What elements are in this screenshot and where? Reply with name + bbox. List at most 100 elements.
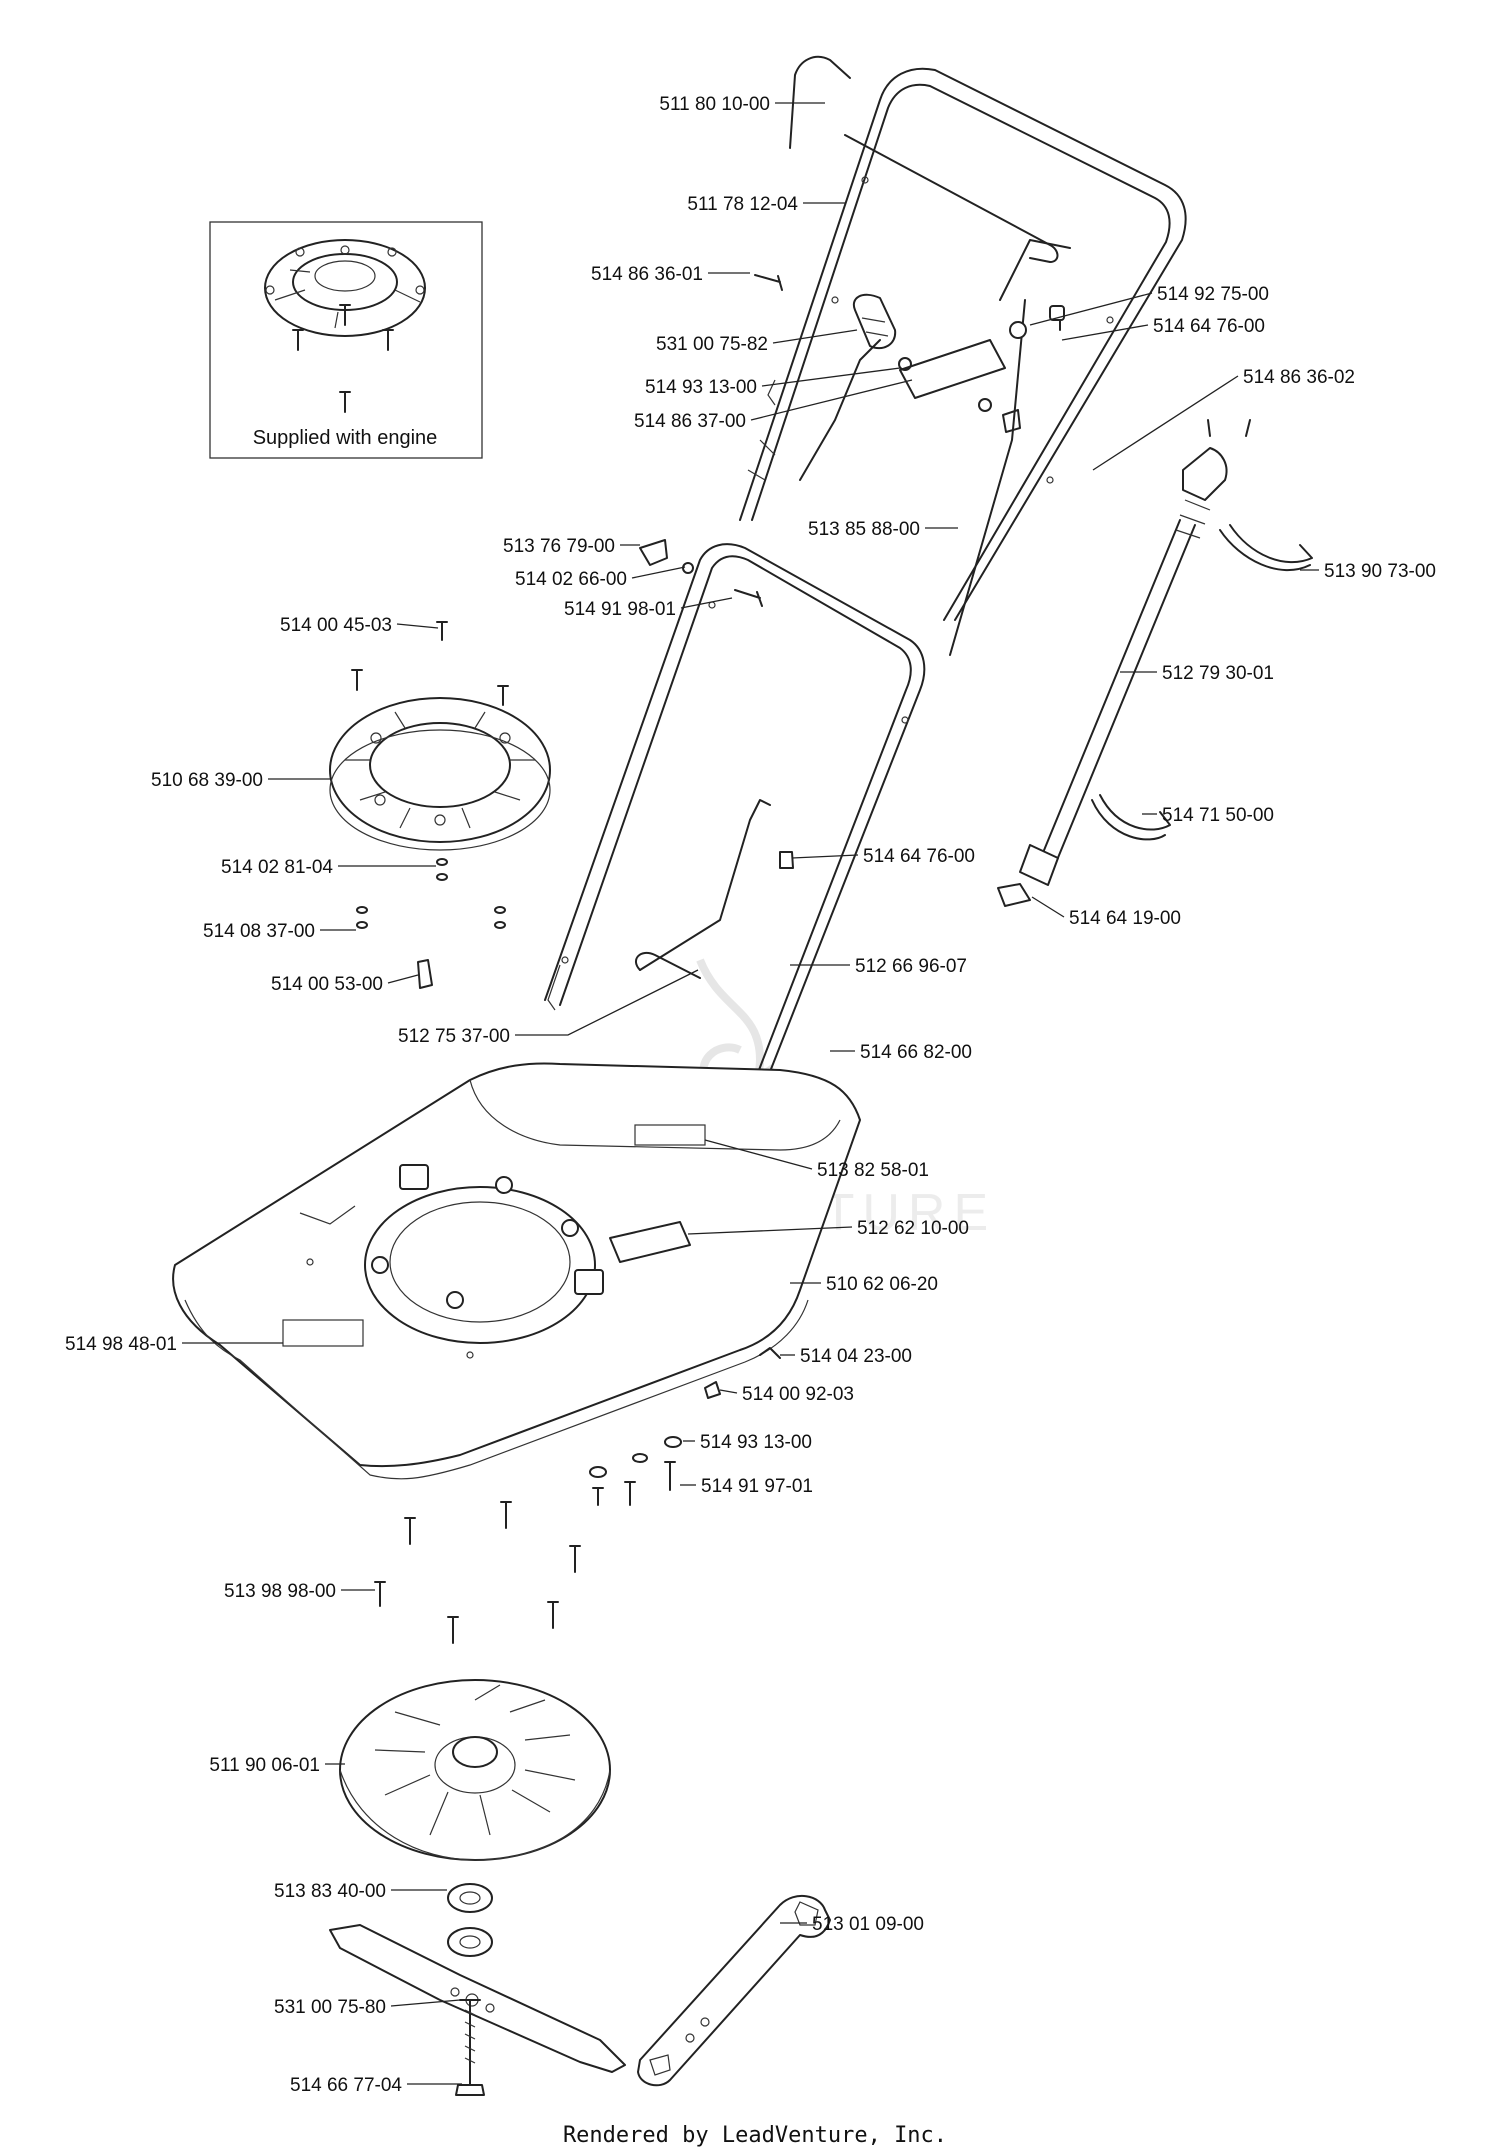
callout-p09: 514 86 36-02 [1092, 367, 1355, 471]
callout-p10: 513 85 88-00 [808, 519, 958, 540]
part-number-label: 514 00 53-00 [271, 974, 383, 995]
callout-p01: 511 80 10-00 [659, 94, 825, 115]
part-number-label: 531 00 75-82 [656, 334, 768, 355]
leader-line [390, 1999, 461, 2007]
leader-line [704, 1139, 813, 1170]
part-number-label: 513 76 79-00 [503, 536, 615, 557]
part-number-label: 514 98 48-01 [65, 1334, 177, 1355]
leader-line [680, 597, 733, 609]
part-number-label: 514 93 13-00 [645, 377, 757, 398]
callout-p32: 514 00 92-03 [719, 1384, 854, 1405]
part-number-label: 514 86 36-01 [591, 264, 703, 285]
part-number-label: 514 66 77-04 [290, 2075, 402, 2096]
part-number-label: 514 66 82-00 [860, 1042, 972, 1063]
callout-p04: 514 92 75-00 [1029, 284, 1269, 326]
upper-handle [739, 55, 1187, 621]
part-number-label: 514 91 97-01 [701, 1476, 813, 1497]
leader-line [515, 969, 699, 1036]
engine-cover-ring [329, 621, 551, 989]
part-number-label: 513 98 98-00 [224, 1581, 336, 1602]
blade-assembly [329, 1883, 831, 2096]
part-number-label: 514 91 98-01 [564, 599, 676, 620]
part-number-label: 513 82 58-01 [817, 1160, 929, 1181]
leader-line [761, 367, 901, 387]
callout-p15: 514 00 45-03 [280, 615, 439, 636]
callout-p12: 514 02 66-00 [515, 566, 686, 590]
callout-p08: 514 86 37-00 [634, 379, 913, 432]
part-number-label: 513 90 73-00 [1324, 561, 1436, 582]
callout-p36: 511 90 06-01 [209, 1755, 345, 1776]
part-number-label: 514 02 66-00 [515, 569, 627, 590]
part-number-label: 510 62 06-20 [826, 1274, 938, 1295]
part-number-label: 513 01 09-00 [812, 1914, 924, 1935]
part-number-label: 513 83 40-00 [274, 1881, 386, 1902]
inset-caption: Supplied with engine [253, 427, 438, 449]
leader-line [772, 329, 858, 344]
part-number-label: 514 08 37-00 [203, 921, 315, 942]
part-number-label: 514 86 36-02 [1243, 367, 1355, 388]
callout-p33: 514 93 13-00 [683, 1432, 812, 1453]
part-number-label: 514 86 37-00 [634, 411, 746, 432]
callout-p31: 514 04 23-00 [780, 1346, 912, 1367]
part-number-label: 514 64 76-00 [863, 846, 975, 867]
part-number-label: 512 79 30-01 [1162, 663, 1274, 684]
part-number-label: 514 92 75-00 [1157, 284, 1269, 305]
callout-p35: 513 98 98-00 [224, 1581, 375, 1602]
callout-p14: 513 90 73-00 [1300, 561, 1436, 582]
part-number-label: 514 93 13-00 [700, 1432, 812, 1453]
part-number-label: 514 64 76-00 [1153, 316, 1265, 337]
fasteners [374, 1347, 781, 1644]
callout-p24: 512 66 96-07 [790, 956, 967, 977]
part-number-label: 514 04 23-00 [800, 1346, 912, 1367]
callout-p28: 512 62 10-00 [687, 1218, 969, 1239]
callout-p13: 514 91 98-01 [564, 597, 733, 620]
leader-line [1029, 292, 1153, 326]
part-number-label: 510 68 39-00 [151, 770, 263, 791]
callout-p02: 511 78 12-04 [687, 194, 845, 215]
leader-line [1092, 375, 1239, 471]
callout-p21: 514 08 37-00 [203, 921, 356, 942]
callout-p07: 514 93 13-00 [645, 367, 901, 398]
leader-line [719, 1389, 738, 1394]
callout-p22: 514 64 19-00 [1031, 896, 1181, 929]
part-number-label: 514 71 50-00 [1162, 805, 1274, 826]
callout-p05: 514 64 76-00 [1061, 316, 1265, 341]
footer-credit: Rendered by LeadVenture, Inc. [563, 2123, 947, 2148]
leader-line [1031, 896, 1065, 918]
leader-line [396, 623, 439, 629]
part-number-label: 512 62 10-00 [857, 1218, 969, 1239]
callout-p17: 510 68 39-00 [151, 770, 330, 791]
callout-p30: 514 98 48-01 [65, 1334, 283, 1355]
part-number-label: 514 00 45-03 [280, 615, 392, 636]
callout-p11: 513 76 79-00 [503, 536, 640, 557]
leader-line [750, 379, 913, 421]
callouts: 511 80 10-00 511 78 12-04 514 86 36-01 514 … [65, 94, 1436, 2096]
callout-p23: 514 00 53-00 [271, 974, 419, 995]
part-number-label: 514 64 19-00 [1069, 908, 1181, 929]
callout-p29: 510 62 06-20 [790, 1274, 938, 1295]
inset-supplied-with-engine: Supplied with engine [209, 221, 483, 459]
callout-p19: 514 02 81-04 [221, 857, 436, 878]
callout-p37: 513 83 40-00 [274, 1881, 447, 1902]
callout-p03: 514 86 36-01 [591, 264, 750, 285]
callout-p38: 513 01 09-00 [780, 1914, 924, 1935]
callout-p18: 514 71 50-00 [1142, 805, 1274, 826]
callout-p20: 514 64 76-00 [791, 846, 975, 867]
leader-line [387, 974, 419, 984]
cable-tube [997, 419, 1313, 907]
callout-p26: 514 66 82-00 [830, 1042, 972, 1063]
part-number-label: 511 90 06-01 [209, 1755, 320, 1776]
callout-p40: 514 66 77-04 [290, 2075, 462, 2096]
part-number-label: 511 80 10-00 [659, 94, 770, 115]
part-number-label: 514 00 92-03 [742, 1384, 854, 1405]
callout-p27: 513 82 58-01 [704, 1139, 929, 1181]
callout-p16: 512 79 30-01 [1120, 663, 1274, 684]
leader-line [791, 854, 859, 859]
callout-p39: 531 00 75-80 [274, 1997, 461, 2018]
part-number-label: 513 85 88-00 [808, 519, 920, 540]
part-number-label: 531 00 75-80 [274, 1997, 386, 2018]
leader-line [1061, 324, 1149, 341]
part-number-label: 512 66 96-07 [855, 956, 967, 977]
callout-p25: 512 75 37-00 [398, 969, 699, 1047]
